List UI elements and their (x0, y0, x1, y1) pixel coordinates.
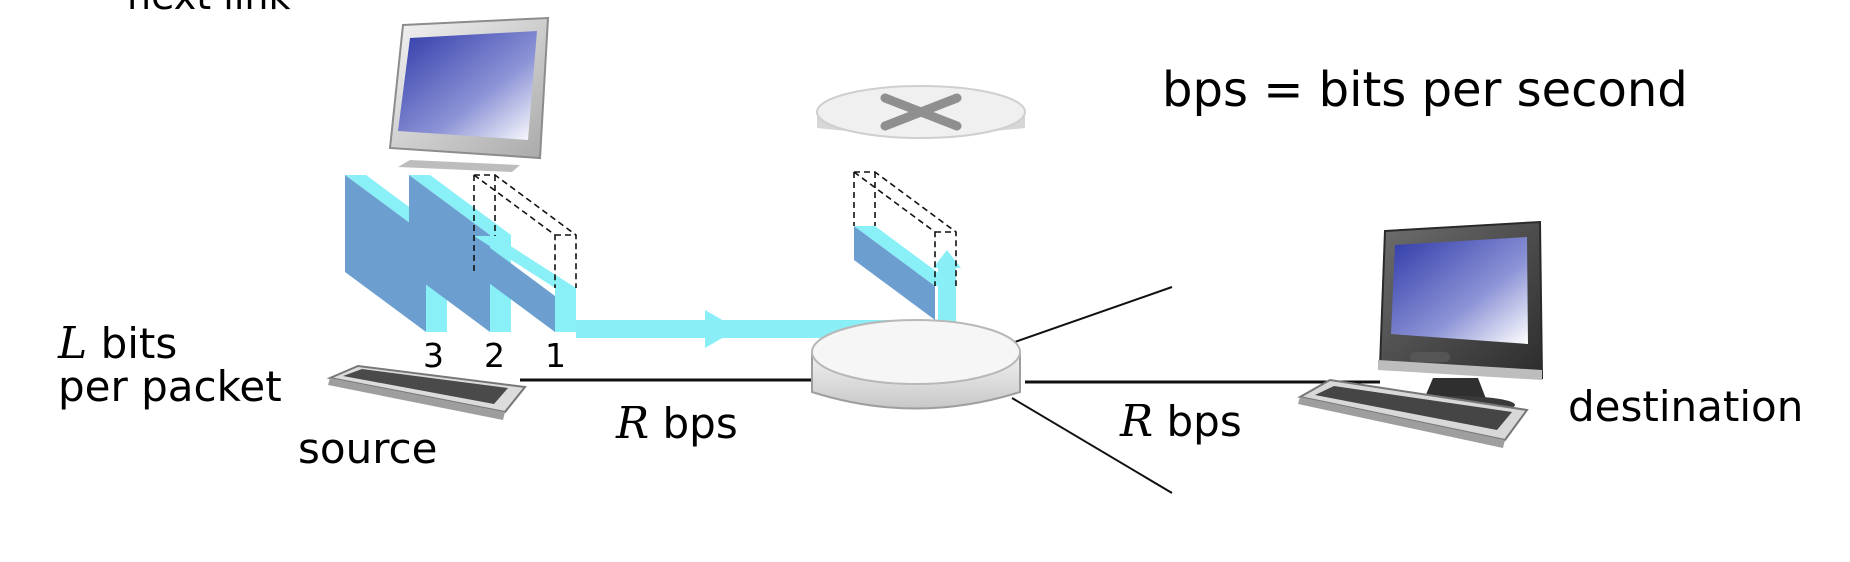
packet-size-suffix: per packet (58, 362, 282, 411)
link-rate-symbol-left: R (616, 398, 650, 449)
link-rate-label-right: R bps (1120, 396, 1242, 447)
packet-number-2: 2 (484, 336, 505, 375)
packet-number-3: 3 (423, 336, 444, 375)
packet-size-label: L bits (58, 318, 177, 369)
next-link-label: next link (127, 0, 290, 18)
destination-label: destination (1568, 382, 1804, 431)
packet-size-unit: bits (100, 319, 178, 368)
link-rate-unit-right: bps (1166, 397, 1242, 446)
link-rate-label-left: R bps (616, 398, 738, 449)
bit-flow-arrow (576, 250, 961, 348)
link-rate-symbol-right: R (1120, 396, 1154, 447)
router-buffer-packet (853, 171, 957, 320)
router-icon (816, 85, 1026, 139)
packet-size-symbol: L (58, 318, 88, 369)
router-disk (811, 319, 1021, 410)
destination-computer (1297, 220, 1544, 448)
packet-1 (473, 174, 577, 332)
link-router-upper (1011, 286, 1173, 344)
packet-number-1: 1 (545, 336, 566, 375)
source-keyboard-icon (326, 364, 527, 420)
bps-legend: bps = bits per second (1162, 62, 1688, 118)
link-router-lower (1011, 397, 1173, 494)
source-label: source (298, 424, 438, 473)
link-rate-unit-left: bps (662, 399, 738, 448)
source-computer-monitor (388, 16, 550, 172)
